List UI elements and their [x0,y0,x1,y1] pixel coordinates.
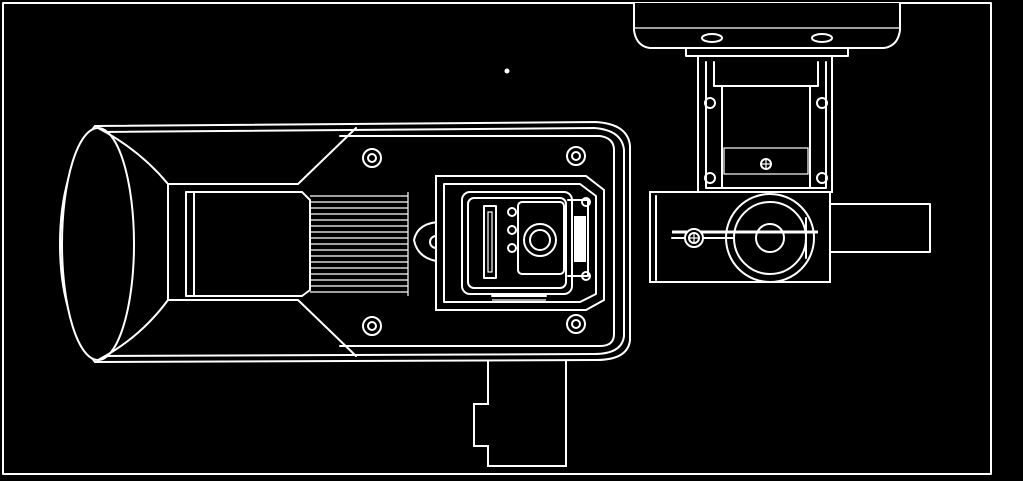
mount-side-bar [819,203,931,253]
swivel-joint [671,193,818,283]
reference-dot [504,68,510,74]
mount-top-plate [633,3,901,57]
vent-fins [310,192,409,296]
mount-arm [697,55,833,193]
housing-screws [362,146,586,336]
drawing-frame [2,2,992,475]
front-hood [61,127,357,361]
lens-module [413,175,605,311]
